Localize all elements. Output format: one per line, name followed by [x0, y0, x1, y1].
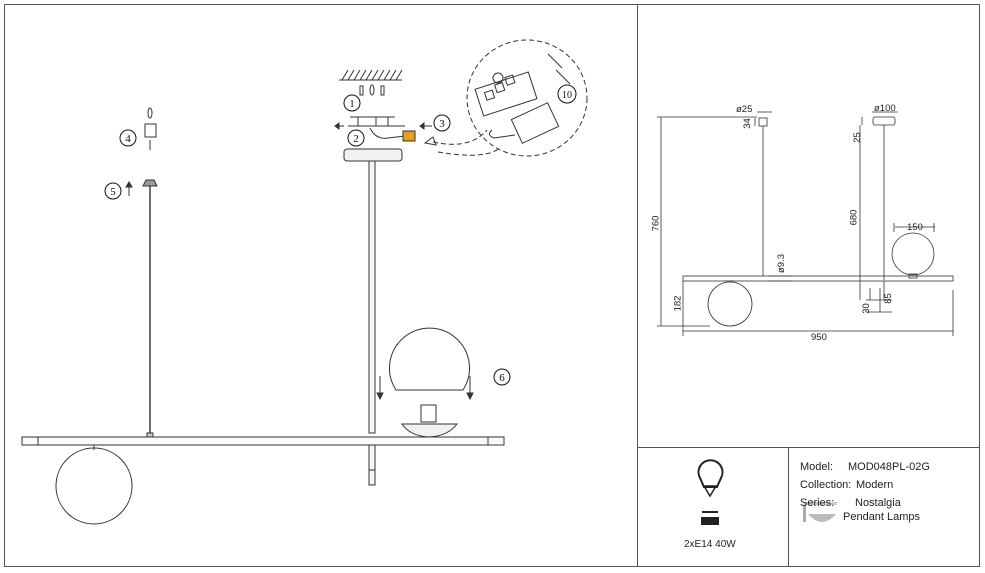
drawing-frame	[4, 4, 980, 567]
globe-shade	[55, 447, 133, 525]
dim-offset-b: 85	[882, 293, 894, 304]
pendant-lamp-icon	[803, 502, 837, 522]
mounting-bracket-icon	[348, 116, 406, 139]
canopy-large	[343, 148, 403, 162]
terminal-block-icon	[474, 53, 571, 144]
step-3-label: 3	[439, 118, 445, 130]
collection-label: Collection:	[800, 479, 852, 491]
category-label: Pendant Lamps	[843, 511, 921, 523]
collection-value: Modern	[856, 479, 894, 491]
dim-overall-width: 950	[811, 332, 827, 343]
step-4-badge	[119, 129, 137, 147]
dim-canopy-large-height: 25	[851, 132, 863, 143]
ceiling-hatch-icon	[339, 69, 403, 81]
step-5-badge	[104, 182, 122, 200]
step-10-badge	[557, 84, 577, 104]
dim-canopy-large-diameter: ø100	[874, 103, 896, 114]
globe-top-shade	[389, 327, 470, 391]
wall-plate-icon	[144, 123, 157, 138]
step-6-badge	[493, 368, 511, 386]
info-divider	[788, 447, 789, 567]
series-label: Series:	[800, 497, 835, 509]
step-3-badge	[433, 114, 451, 132]
dim-rod-length: 680	[848, 209, 860, 226]
dim-globe-diameter: 150	[907, 222, 923, 233]
step-6-label: 6	[499, 372, 505, 384]
panel-divider-vertical	[637, 4, 638, 567]
series-value: Nostalgia	[855, 497, 901, 509]
model-value: MOD048PL-02G	[848, 461, 930, 473]
dim-offset-a: 30	[860, 303, 872, 314]
dim-canopy-small-height: 34	[741, 118, 753, 129]
dim-bar-to-globe: 182	[672, 295, 684, 312]
dim-rod-diameter: ø9.3	[776, 253, 788, 274]
anchor-icon	[369, 84, 375, 96]
bulb-spec: 2xE14 40W	[684, 539, 736, 550]
step-1-label: 1	[349, 98, 355, 110]
screw-icon	[359, 85, 364, 96]
horizontal-bar	[21, 436, 505, 446]
step-4-label: 4	[125, 133, 131, 145]
dimension-drawing	[657, 111, 954, 336]
dim-canopy-small-diameter: ø25	[736, 104, 753, 115]
light-bulb-icon	[697, 459, 724, 525]
screw-icon	[380, 85, 385, 96]
step-10-label: 10	[562, 90, 572, 101]
step-2-label: 2	[353, 133, 359, 145]
dim-overall-height: 760	[650, 215, 662, 232]
panel-divider-horizontal	[637, 447, 980, 448]
model-label: Model:	[800, 461, 834, 473]
step-1-badge	[343, 94, 361, 112]
step-5-label: 5	[110, 186, 116, 198]
step-2-badge	[347, 129, 365, 147]
